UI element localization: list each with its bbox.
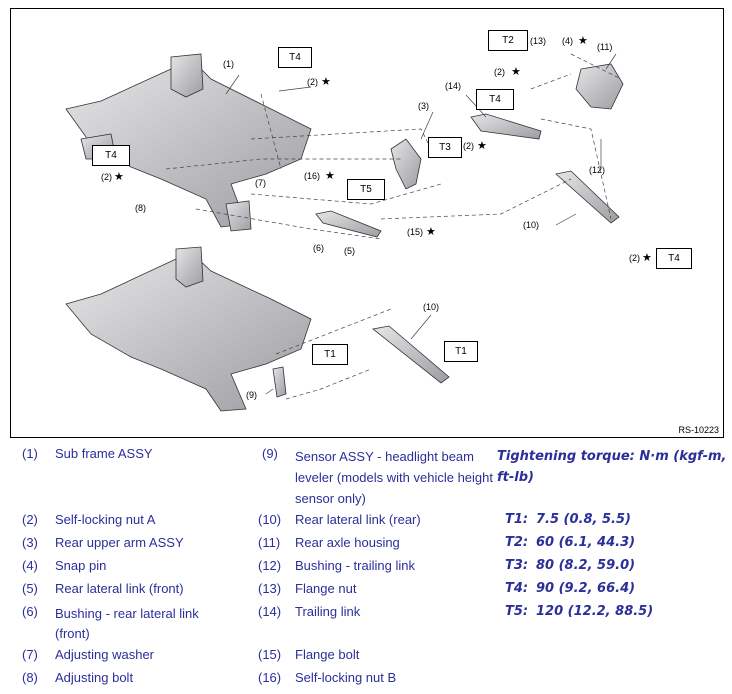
- torque-box-t1: T1: [312, 344, 348, 365]
- torque-box-t3: T3: [428, 137, 462, 158]
- diagram-drawing: (1) (2) (3) (4) (11) (13) (14) (2) (2) (…: [65, 34, 652, 412]
- legend-num: (3): [22, 535, 38, 550]
- callout-10a: (10): [523, 220, 539, 230]
- axle-housing: [575, 63, 624, 110]
- star-icon: ★: [578, 34, 588, 47]
- legend-text: Rear upper arm ASSY: [55, 535, 184, 550]
- torque-key: T2:: [505, 535, 529, 550]
- callout-2c: (2): [463, 141, 474, 151]
- torque-value: 80 (8.2, 59.0): [536, 558, 636, 573]
- legend-num: (4): [22, 558, 38, 573]
- star-icon: ★: [477, 139, 487, 152]
- callout-5: (5): [344, 246, 355, 256]
- torque-key: T1:: [505, 512, 529, 527]
- callout-14: (14): [445, 81, 461, 91]
- callout-2e: (2): [629, 253, 640, 263]
- star-icon: ★: [426, 225, 436, 238]
- torque-value: 120 (12.2, 88.5): [536, 604, 654, 619]
- sub-frame-lower: [65, 246, 312, 412]
- legend-num: (8): [22, 670, 38, 685]
- callout-3: (3): [418, 101, 429, 111]
- exploded-diagram: (1) (2) (3) (4) (11) (13) (14) (2) (2) (…: [10, 8, 724, 438]
- torque-box-t5: T5: [347, 179, 385, 200]
- legend-text: Adjusting bolt: [55, 670, 134, 685]
- legend-num: (6): [22, 604, 38, 619]
- legend-num: (9): [262, 446, 278, 461]
- legend-text: Sensor ASSY - headlight beam leveler (mo…: [295, 449, 493, 506]
- legend-num: (12): [258, 558, 282, 573]
- torque-value: 7.5 (0.8, 5.5): [536, 512, 631, 527]
- torque-value: 90 (9.2, 66.4): [536, 581, 636, 596]
- legend-text: Snap pin: [55, 558, 107, 573]
- callout-1: (1): [223, 59, 234, 69]
- legend-text: Self-locking nut A: [55, 512, 156, 527]
- callout-8: (8): [135, 203, 146, 213]
- trailing-link: [470, 113, 542, 140]
- sub-frame-upper: [65, 53, 312, 232]
- torque-value: 60 (6.1, 44.3): [536, 535, 636, 550]
- legend-text: Rear lateral link (rear): [295, 512, 421, 527]
- callout-2b: (2): [494, 67, 505, 77]
- legend-num: (1): [22, 446, 38, 461]
- callout-16: (16): [304, 171, 320, 181]
- legend-num: (15): [258, 647, 282, 662]
- legend-text: Flange bolt: [295, 647, 360, 662]
- callout-10b: (10): [423, 302, 439, 312]
- torque-key: T5:: [505, 604, 529, 619]
- assembly-lines: [165, 53, 622, 400]
- torque-box-t2: T2: [488, 30, 528, 51]
- lateral-link-front: [315, 210, 382, 238]
- rear-upper-arm: [390, 138, 422, 190]
- callout-15: (15): [407, 227, 423, 237]
- legend-text: Self-locking nut B: [295, 670, 397, 685]
- legend-text: Bushing - trailing link: [295, 558, 415, 573]
- star-icon: ★: [114, 170, 124, 183]
- legend-num: (16): [258, 670, 282, 685]
- legend-text: Rear lateral link (front): [55, 581, 184, 596]
- callout-4: (4): [562, 36, 573, 46]
- legend-text: Sub frame ASSY: [55, 446, 153, 461]
- legend-text: Rear axle housing: [295, 535, 400, 550]
- figure-reference-code: RS-10223: [678, 425, 719, 435]
- legend-num: (13): [258, 581, 282, 596]
- legend-text: Adjusting washer: [55, 647, 154, 662]
- torque-key: T3:: [505, 558, 529, 573]
- torque-key: T4:: [505, 581, 529, 596]
- torque-box-t4: T4: [476, 89, 514, 110]
- star-icon: ★: [321, 75, 331, 88]
- star-icon: ★: [511, 65, 521, 78]
- callout-11: (11): [597, 42, 612, 52]
- lateral-link-rear-lower: [372, 325, 450, 384]
- legend-num: (7): [22, 647, 38, 662]
- legend-num: (10): [258, 512, 282, 527]
- torque-box-t1: T1: [444, 341, 478, 362]
- legend-num: (2): [22, 512, 38, 527]
- legend-text: Flange nut: [295, 581, 357, 596]
- callout-13: (13): [530, 36, 546, 46]
- callout-7: (7): [255, 178, 266, 188]
- lateral-link-rear-upper: [555, 170, 620, 224]
- torque-heading: Tightening torque: N·m (kgf-m, ft-lb): [497, 449, 727, 485]
- callout-12: (12): [589, 165, 605, 175]
- callout-2d: (2): [101, 172, 112, 182]
- torque-box-t4: T4: [92, 145, 130, 166]
- star-icon: ★: [642, 251, 652, 264]
- legend-text: Bushing - rear lateral link (front): [55, 606, 199, 641]
- legend-num: (11): [258, 535, 281, 550]
- torque-box-t4: T4: [656, 248, 692, 269]
- legend-text: Trailing link: [295, 604, 361, 619]
- callout-9: (9): [246, 390, 257, 400]
- torque-box-t4: T4: [278, 47, 312, 68]
- callout-6: (6): [313, 243, 324, 253]
- height-sensor: [272, 366, 287, 398]
- callout-2a: (2): [307, 77, 318, 87]
- legend-num: (5): [22, 581, 38, 596]
- legend-num: (14): [258, 604, 282, 619]
- star-icon: ★: [325, 169, 335, 182]
